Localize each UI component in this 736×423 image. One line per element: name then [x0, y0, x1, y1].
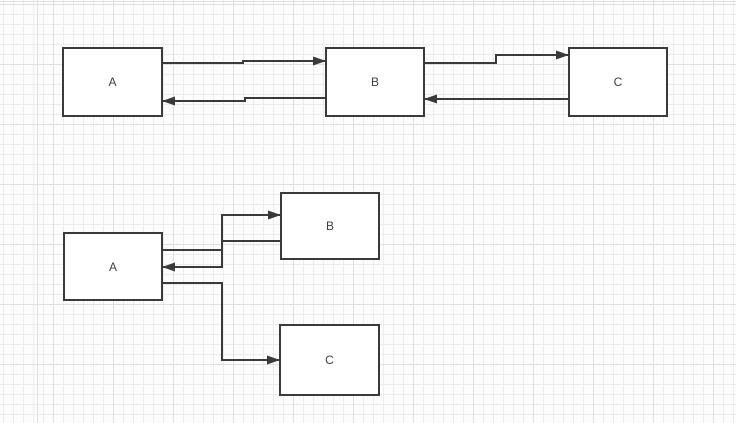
- node-top-a[interactable]: A: [62, 47, 163, 117]
- node-label: C: [613, 75, 623, 89]
- node-label: C: [325, 353, 334, 367]
- edge-top-a-to-top-b[interactable]: [163, 56, 326, 66]
- node-bottom-a[interactable]: A: [63, 232, 163, 301]
- edge-bottom-a-to-bottom-c[interactable]: [163, 282, 280, 365]
- node-top-c[interactable]: C: [568, 47, 668, 117]
- node-bottom-c[interactable]: C: [279, 324, 380, 396]
- edge-bottom-b-to-bottom-a[interactable]: [162, 240, 280, 272]
- node-label: B: [370, 75, 379, 89]
- edge-bottom-a-to-bottom-b[interactable]: [163, 210, 281, 251]
- edge-top-b-to-top-c[interactable]: [425, 50, 569, 64]
- node-label: A: [108, 259, 117, 274]
- node-top-b[interactable]: B: [325, 47, 425, 117]
- node-label: B: [325, 219, 334, 233]
- node-label: A: [108, 75, 117, 89]
- node-bottom-b[interactable]: B: [280, 192, 380, 260]
- edge-top-b-to-top-a[interactable]: [162, 96, 325, 106]
